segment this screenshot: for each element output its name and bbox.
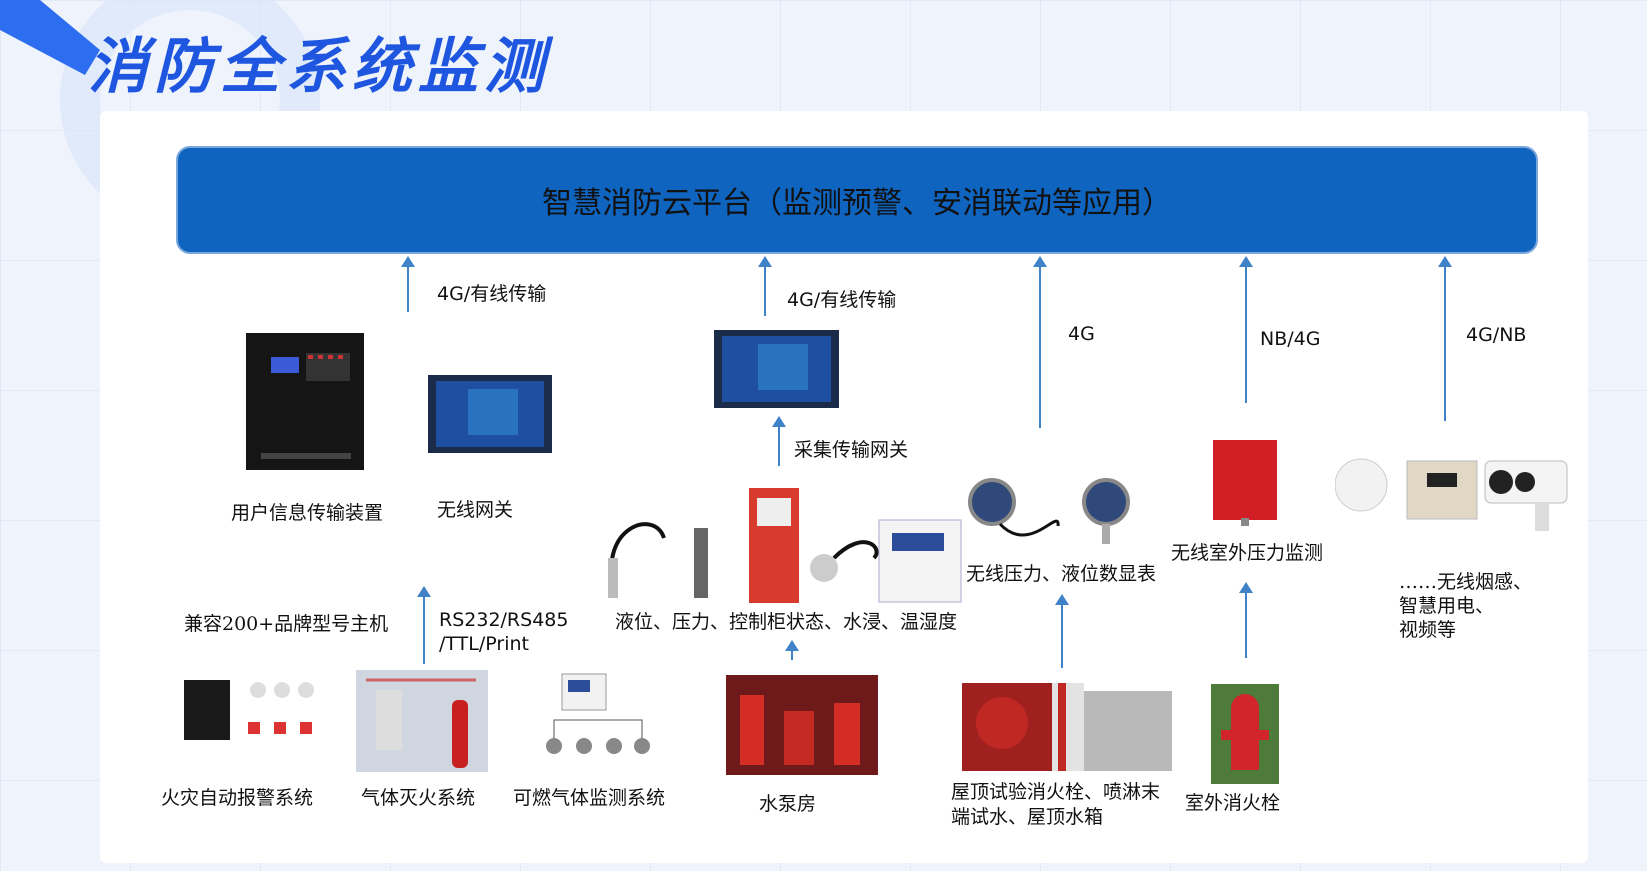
collect-gateway-image: [714, 330, 839, 408]
outdoor-hydrant-image: [1211, 684, 1279, 784]
pressure-level-label: 无线压力、液位数显表: [966, 563, 1157, 585]
pump-room-label: 水泵房: [759, 793, 817, 815]
smoke-power-camera-image: [1335, 458, 1568, 531]
arrow-rs: [417, 586, 431, 664]
arrow-gateway: [772, 416, 786, 466]
transport-label-1: 4G/有线传输: [437, 283, 547, 305]
user-info-device-image: [246, 333, 364, 470]
page-title: 消防全系统监测: [88, 32, 550, 102]
user-info-device-label: 用户信息传输装置: [231, 502, 384, 524]
gas-extinguishing-system-image: [356, 670, 488, 772]
wireless-gateway-label: 无线网关: [437, 499, 514, 521]
compat-hosts-label: 兼容200+品牌型号主机: [184, 613, 389, 635]
transport-label-5: 4G/NB: [1466, 324, 1527, 346]
smoke-label-line1: ……无线烟感、: [1399, 571, 1533, 593]
pressure-gauge-image: [968, 478, 1130, 544]
outdoor-pressure-label: 无线室外压力监测: [1171, 542, 1324, 564]
roof-hydrant-tank-image: [962, 683, 1172, 771]
gas-extinguishing-label: 气体灭火系统: [361, 787, 476, 809]
transport-label-2: 4G/有线传输: [787, 289, 897, 311]
fire-alarm-system-image: [184, 680, 314, 740]
sensors-label: 液位、压力、控制柜状态、水浸、温湿度: [615, 611, 958, 633]
gas-monitor-label: 可燃气体监测系统: [513, 787, 666, 809]
arrow-pump: [785, 640, 799, 660]
smoke-label-line3: 视频等: [1399, 619, 1457, 641]
arrow-up-5: [1438, 256, 1452, 421]
transport-label-3: 4G: [1068, 323, 1095, 345]
pump-room-image: [726, 675, 878, 775]
arrow-roof: [1055, 594, 1069, 668]
arrow-up-1: [401, 256, 415, 312]
sensors-group-image: [608, 488, 962, 603]
roof-label-line2: 端试水、屋顶水箱: [951, 806, 1104, 828]
ttl-label: /TTL/Print: [439, 633, 529, 655]
arrow-up-2: [758, 256, 772, 316]
arrow-up-3: [1033, 256, 1047, 428]
smoke-label-line2: 智慧用电、: [1399, 595, 1495, 617]
gateway-collect-label: 采集传输网关: [794, 439, 909, 461]
gas-monitor-system-image: [546, 673, 650, 754]
roof-label-line1: 屋顶试验消火栓、喷淋末: [951, 781, 1161, 803]
outdoor-hydrant-label: 室外消火栓: [1185, 792, 1281, 814]
fire-alarm-system-label: 火灾自动报警系统: [161, 787, 314, 809]
transport-label-4: NB/4G: [1260, 328, 1321, 350]
wireless-gateway-image: [428, 375, 552, 453]
cloud-platform: 智慧消防云平台（监测预警、安消联动等应用）: [176, 146, 1538, 254]
arrow-hydrant: [1239, 582, 1253, 658]
arrow-up-4: [1239, 256, 1253, 403]
cloud-platform-label: 智慧消防云平台（监测预警、安消联动等应用）: [542, 186, 1172, 221]
rs-label: RS232/RS485: [439, 609, 569, 631]
decor-swoosh: [0, 0, 100, 75]
outdoor-pressure-device-image: [1213, 440, 1277, 526]
